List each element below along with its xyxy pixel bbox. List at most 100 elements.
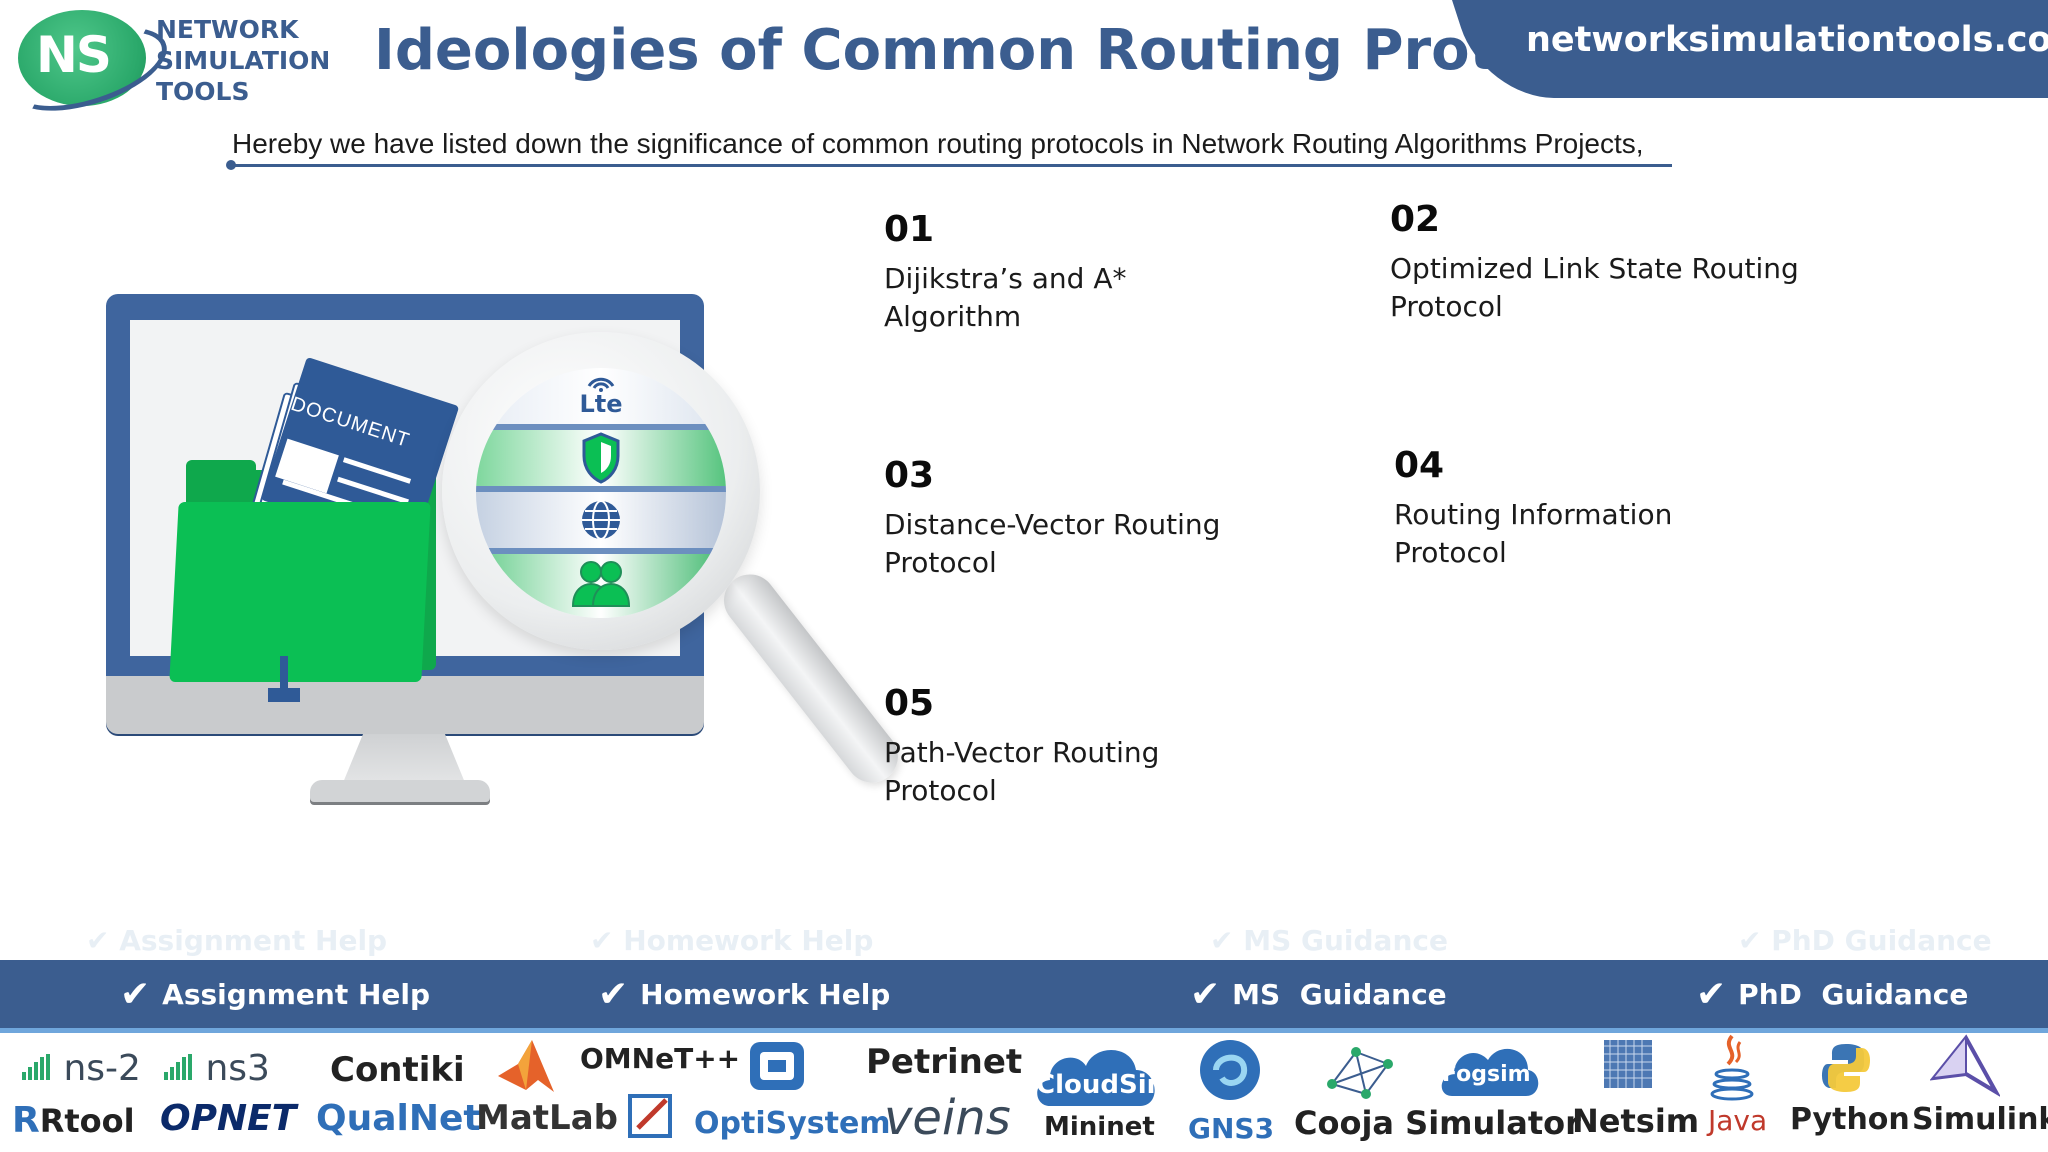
tool-petrinet[interactable]: Petrinet [866, 1042, 1022, 1082]
protocol-name: Optimized Link State Routing Protocol [1390, 252, 1799, 323]
service-label: MS Guidance [1232, 977, 1447, 1011]
tool-fogsim-label: Fogsim [1442, 1062, 1531, 1087]
tool-cooja-label: Cooja Simulator [1294, 1104, 1581, 1142]
shield-icon [576, 432, 626, 484]
service-reflection: ✔ Assignment Help ✔ Homework Help ✔ MS G… [0, 924, 2048, 960]
service-label: PhD Guidance [1738, 977, 1969, 1011]
subtitle-underline [230, 164, 1672, 167]
tool-omnet[interactable]: OMNeT++ [580, 1042, 740, 1075]
protocol-item-05: 05 Path-Vector Routing Protocol [884, 684, 1224, 810]
subtitle: Hereby we have listed down the significa… [232, 128, 1644, 159]
tool-optisystem[interactable]: OptiSystem [694, 1106, 891, 1141]
tool-contiki-label: Contiki [330, 1050, 465, 1090]
lte-label: Lte [579, 390, 623, 418]
tool-simulink[interactable]: Simulink [1912, 1102, 2048, 1137]
protocol-name: Routing Information Protocol [1394, 498, 1673, 569]
tool-ns2-label: ns-2 [63, 1048, 141, 1089]
check-icon: ✔ [1696, 973, 1727, 1015]
folder-stand [280, 656, 288, 696]
tool-ns3[interactable]: ns3 [164, 1048, 270, 1089]
tool-omnet-label: OMNeT++ [580, 1042, 741, 1075]
tool-veins-label: veins [884, 1090, 1011, 1146]
tool-netsim[interactable]: Netsim [1572, 1102, 1699, 1140]
monitor-chin [106, 676, 704, 734]
service-reflection-label: ✔ PhD Guidance [1738, 924, 1992, 957]
python-icon [1820, 1042, 1872, 1098]
check-icon: ✔ [1190, 973, 1221, 1015]
magnifier-handle [713, 563, 909, 794]
r-icon: R [12, 1100, 40, 1141]
tool-fogsim[interactable]: Fogsim [1442, 1062, 1531, 1087]
tool-simulink-label: Simulink [1912, 1102, 2048, 1137]
protocol-name: Dijikstra’s and A* Algorithm [884, 262, 1127, 333]
tool-java-label: Java [1708, 1104, 1768, 1137]
simulink-icon [1929, 1034, 2002, 1102]
cooja-icon [1326, 1044, 1394, 1106]
tool-petrinet-label: Petrinet [866, 1042, 1023, 1082]
protocol-name: Distance-Vector Routing Protocol [884, 508, 1221, 579]
tool-netsim-label: Netsim [1572, 1102, 1700, 1140]
protocol-number: 04 [1394, 445, 1445, 486]
cloudsim-icon [1030, 1036, 1164, 1116]
tool-qualnet[interactable]: QualNet [316, 1098, 481, 1139]
service-reflection-label: ✔ Assignment Help [86, 924, 388, 957]
tool-java[interactable]: Java [1708, 1104, 1767, 1137]
tool-mininet[interactable]: Mininet [1044, 1112, 1155, 1142]
lens-divider [476, 548, 726, 554]
protocol-item-03: 03 Distance-Vector Routing Protocol [884, 456, 1264, 582]
tool-rtool-label: Rtool [39, 1102, 135, 1140]
folder-icon [169, 502, 431, 682]
users-icon [571, 558, 631, 608]
java-icon [1710, 1034, 1754, 1108]
protocol-number: 03 [884, 455, 935, 496]
tool-opnet[interactable]: OPNET [160, 1098, 296, 1139]
tool-optisystem-label: OptiSystem [694, 1106, 891, 1141]
matlab-icon [496, 1036, 556, 1098]
tool-veins[interactable]: veins [884, 1090, 1011, 1146]
magnifier-lens: Lte [476, 368, 726, 618]
service-phd-guidance[interactable]: ✔ PhD Guidance [1696, 970, 1968, 1018]
tool-contiki[interactable]: Contiki [330, 1050, 465, 1090]
service-homework-help[interactable]: ✔ Homework Help [598, 970, 890, 1018]
logo-line-1: NETWORK [156, 15, 299, 44]
check-icon: ✔ [598, 973, 629, 1015]
tool-cloudsim[interactable]: CloudSim [1036, 1070, 1174, 1100]
tool-cooja[interactable]: Cooja Simulator [1294, 1104, 1581, 1142]
protocol-item-04: 04 Routing Information Protocol [1394, 446, 1694, 572]
globe-icon [576, 498, 626, 548]
brand-logo[interactable]: NS NETWORK SIMULATION TOOLS [1, 4, 330, 128]
service-assignment-help[interactable]: ✔ Assignment Help [120, 970, 430, 1018]
service-reflection-label: ✔ Homework Help [590, 924, 874, 957]
logo-initials: NS [36, 26, 112, 84]
omnet-icon [626, 1092, 674, 1144]
signal-icon [164, 1054, 192, 1080]
tool-gns3[interactable]: GNS3 [1188, 1112, 1274, 1145]
lens-divider [476, 424, 726, 430]
protocol-number: 05 [884, 683, 935, 724]
monitor-base [310, 780, 490, 802]
tool-opnet-label: OPNET [160, 1098, 297, 1139]
tool-qualnet-label: QualNet [316, 1098, 481, 1139]
tool-rtool[interactable]: RRtool [12, 1100, 135, 1141]
tool-python[interactable]: Python [1790, 1102, 1910, 1137]
check-icon: ✔ [120, 973, 151, 1015]
tool-cloudsim-label: CloudSim [1036, 1070, 1174, 1100]
signal-icon [22, 1054, 50, 1080]
service-reflection-label: ✔ MS Guidance [1210, 924, 1448, 957]
search-illustration: DOCUMENT Lte [100, 280, 909, 820]
tool-ns2[interactable]: ns-2 [22, 1048, 141, 1089]
logo-wordmark: NETWORK SIMULATION TOOLS [156, 14, 330, 107]
tool-matlab[interactable]: MatLab [476, 1098, 618, 1138]
service-ms-guidance[interactable]: ✔ MS Guidance [1190, 970, 1447, 1018]
lens-divider [476, 486, 726, 492]
site-link[interactable]: networksimulationtools.com [1526, 20, 2048, 60]
tool-ns3-label: ns3 [205, 1048, 270, 1089]
lens-band [476, 368, 726, 424]
service-bar: ✔ Assignment Help ✔ Homework Help ✔ MS G… [0, 960, 2048, 1033]
lens-band [476, 554, 726, 618]
logo-line-3: TOOLS [156, 77, 250, 106]
service-label: Assignment Help [162, 977, 431, 1011]
service-label: Homework Help [640, 977, 891, 1011]
fogsim-icon [1436, 1038, 1542, 1104]
lte-icon: Lte [576, 370, 626, 420]
